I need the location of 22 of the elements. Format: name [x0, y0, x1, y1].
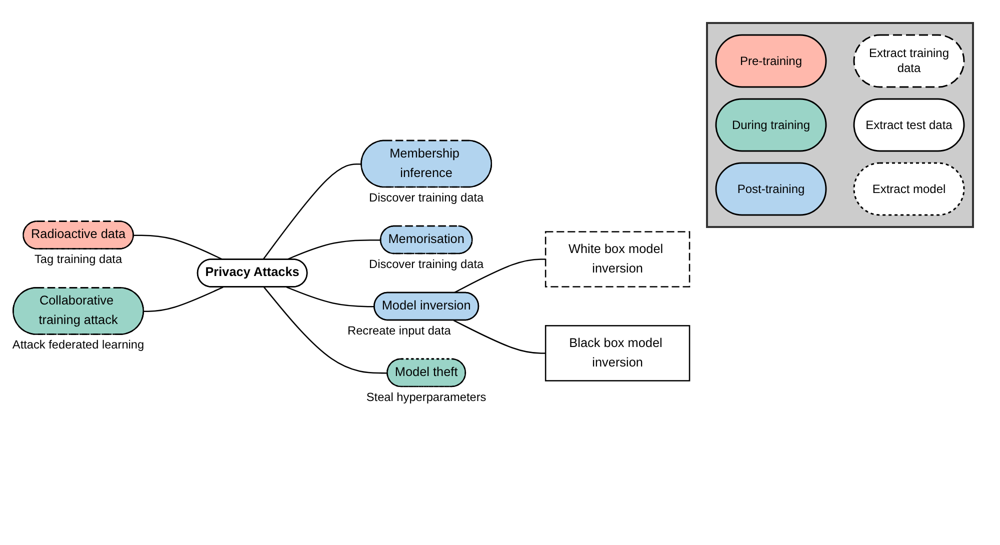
- connector: [453, 258, 546, 294]
- node-box: White box model inversion: [544, 231, 690, 288]
- node-caption: Steal hyperparameters: [366, 390, 486, 404]
- legend-label: Pre-training: [738, 54, 804, 68]
- connector: [134, 235, 224, 261]
- connector: [144, 286, 224, 312]
- node-caption: Discover training data: [369, 190, 484, 205]
- legend-label: During training: [730, 118, 812, 132]
- node-box: Black box model inversion: [544, 325, 690, 382]
- connector: [286, 286, 375, 308]
- legend-label: Extract training data: [868, 46, 950, 76]
- connector: [453, 320, 546, 354]
- node-caption: Discover training data: [369, 257, 484, 272]
- node-caption: Recreate input data: [348, 324, 451, 338]
- legend-label: Extract test data: [864, 118, 954, 132]
- legend-label: Post-training: [736, 182, 806, 196]
- node-caption: Tag training data: [34, 252, 122, 266]
- legend-label: Extract model: [871, 182, 947, 196]
- connector: [286, 240, 381, 261]
- connector: [264, 287, 388, 374]
- connector: [262, 164, 362, 260]
- node-caption: Attack federated learning: [12, 338, 144, 352]
